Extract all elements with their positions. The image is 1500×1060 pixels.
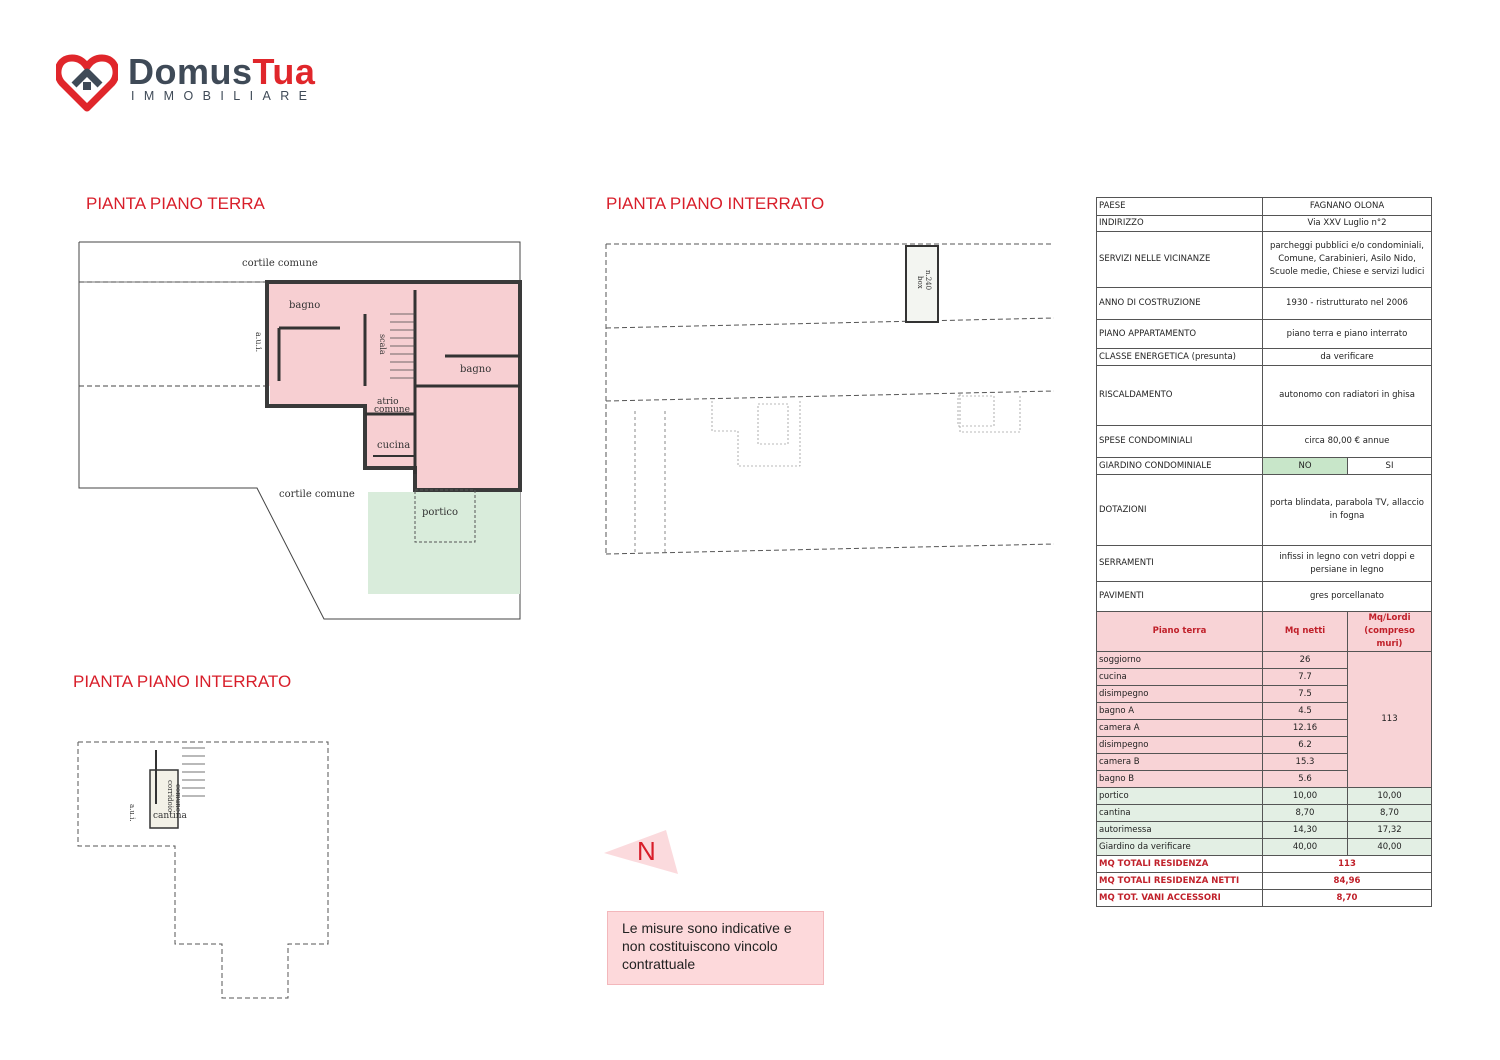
- label-atrio-1: atrio: [377, 397, 399, 407]
- garden-no-cell: NO: [1262, 457, 1348, 475]
- garden-si-cell: SI: [1347, 457, 1432, 475]
- disclaimer-note: Le misure sono indicative e non costitui…: [607, 911, 824, 985]
- brand-name: DomusTua: [128, 52, 315, 92]
- basement-plan-bottom: cantina a.u.i. corridoio comune: [77, 741, 329, 999]
- brand-logo: DomusTua IMMOBILIARE: [56, 52, 356, 112]
- label-bagno-2: bagno: [460, 364, 491, 375]
- heart-house-logo-icon: [56, 54, 118, 112]
- label-cortile-bottom: cortile comune: [279, 489, 355, 500]
- brand-subtitle: IMMOBILIARE: [131, 89, 317, 103]
- label-aui-bottom: a.u.i.: [128, 804, 136, 822]
- title-basement-bottom: PIANTA PIANO INTERRATO: [73, 672, 292, 691]
- table-row: CLASSE ENERGETICA (presunta)da verificar…: [1096, 348, 1432, 366]
- label-box-2: n.240: [924, 270, 932, 290]
- label-box-1: box: [916, 276, 924, 289]
- title-ground-floor: PIANTA PIANO TERRA: [86, 194, 265, 213]
- label-atrio-2: comune: [374, 405, 410, 415]
- label-cantina: cantina: [153, 811, 187, 821]
- basement-plan-top: box n.240: [605, 243, 1055, 555]
- label-corridoio-1: corridoio: [166, 780, 174, 812]
- rooms-lordi-cell: 113: [1347, 651, 1432, 788]
- label-portico: portico: [422, 507, 458, 518]
- brand-name-part2: Tua: [252, 51, 316, 92]
- label-corridoio-2: comune: [174, 784, 182, 812]
- label-aui: a.u.i.: [254, 332, 263, 352]
- ground-floor-plan: cortile comune cortile comune bagno bagn…: [78, 241, 522, 620]
- label-bagno-1: bagno: [289, 300, 320, 311]
- label-cortile-top: cortile comune: [242, 258, 318, 269]
- north-label: N: [637, 836, 656, 866]
- label-scala: scala: [378, 334, 387, 355]
- label-cucina: cucina: [377, 440, 410, 451]
- brand-name-part1: Domus: [128, 51, 253, 92]
- north-arrow-icon: N: [604, 830, 678, 874]
- title-basement-top: PIANTA PIANO INTERRATO: [606, 194, 825, 213]
